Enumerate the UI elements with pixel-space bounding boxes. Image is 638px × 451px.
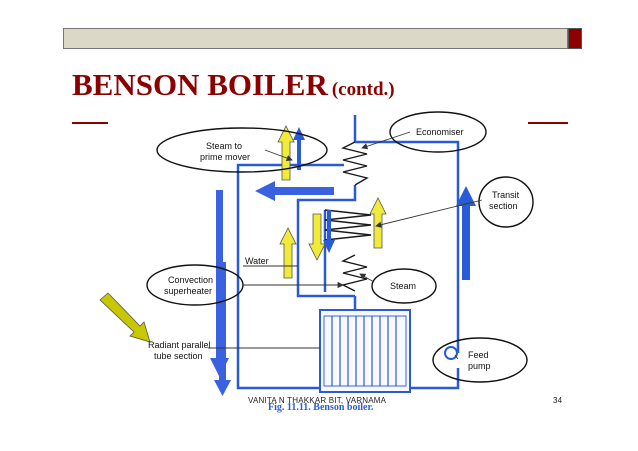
economiser-coil — [340, 141, 369, 186]
steam-callout-ellipse — [156, 127, 328, 173]
title-rule-right — [528, 122, 568, 124]
radiant-tube-bank — [319, 309, 411, 393]
steam-label: Steam — [390, 281, 416, 291]
convection-superheater-label-2: superheater — [164, 286, 212, 296]
feed-pump-callout-ellipse — [432, 337, 528, 383]
steam-out-arrow — [255, 181, 334, 201]
transit-up-hint-arrow — [369, 197, 387, 249]
radiant-section-label-1: Radiant parallel — [148, 340, 211, 350]
callout-ellipses — [146, 111, 534, 383]
transit-down-arrow — [323, 210, 335, 253]
title-suffix: (contd.) — [331, 79, 395, 100]
transit-callout-ellipse — [478, 176, 534, 228]
radiant-section-label-2: tube section — [154, 351, 203, 361]
feed-pump-label-1: Feed — [468, 350, 489, 360]
convection-superheater-label-1: Convection — [168, 275, 213, 285]
slide-title: BENSON BOILER(contd.) — [72, 68, 395, 107]
feed-pump-pipe — [410, 368, 460, 390]
steam-to-prime-mover-label-2: prime mover — [200, 152, 250, 162]
radiant-pointer-arrow — [99, 292, 151, 343]
top-decor-bar — [63, 28, 568, 49]
footer-credit: VANITA N THAKKAR BIT, VARNAMA — [248, 396, 387, 405]
convection-superheater-coil — [340, 254, 368, 292]
transit-down-hint-arrow — [308, 213, 326, 261]
steam-to-prime-mover-label-1: Steam to — [206, 141, 242, 151]
transit-section-coil — [324, 209, 372, 241]
transit-section-label-2: section — [489, 201, 518, 211]
transit-section-label-1: Transit — [492, 190, 520, 200]
figure-caption: Fig. 11.11. Benson boiler. — [268, 402, 374, 413]
feed-pump-icon — [444, 346, 458, 360]
top-decor-accent — [568, 28, 582, 49]
economiser-label: Economiser — [416, 127, 464, 137]
water-line-pipe — [296, 185, 357, 298]
economiser-side-pipe — [355, 140, 460, 353]
page-number: 34 — [553, 396, 563, 405]
convection-callout-ellipse — [146, 264, 244, 306]
title-rule-left — [72, 122, 108, 124]
steam-label-ellipse — [371, 268, 437, 304]
flow-arrows — [210, 127, 476, 396]
water-label: Water — [245, 256, 269, 266]
radiant-down-arrow — [214, 262, 231, 396]
leader-lines — [208, 131, 483, 360]
economiser-callout-ellipse — [389, 111, 487, 153]
steam-hint-arrow — [277, 125, 295, 181]
title-main: BENSON BOILER — [72, 67, 328, 102]
feed-pump-label-2: pump — [468, 361, 491, 371]
water-hint-arrow — [279, 227, 297, 279]
benson-boiler-diagram: Steam to prime mover Economiser Transit … — [99, 111, 534, 413]
riser-up-arrow — [456, 186, 476, 280]
hint-arrows — [99, 125, 387, 343]
steam-up-arrow — [293, 127, 305, 170]
